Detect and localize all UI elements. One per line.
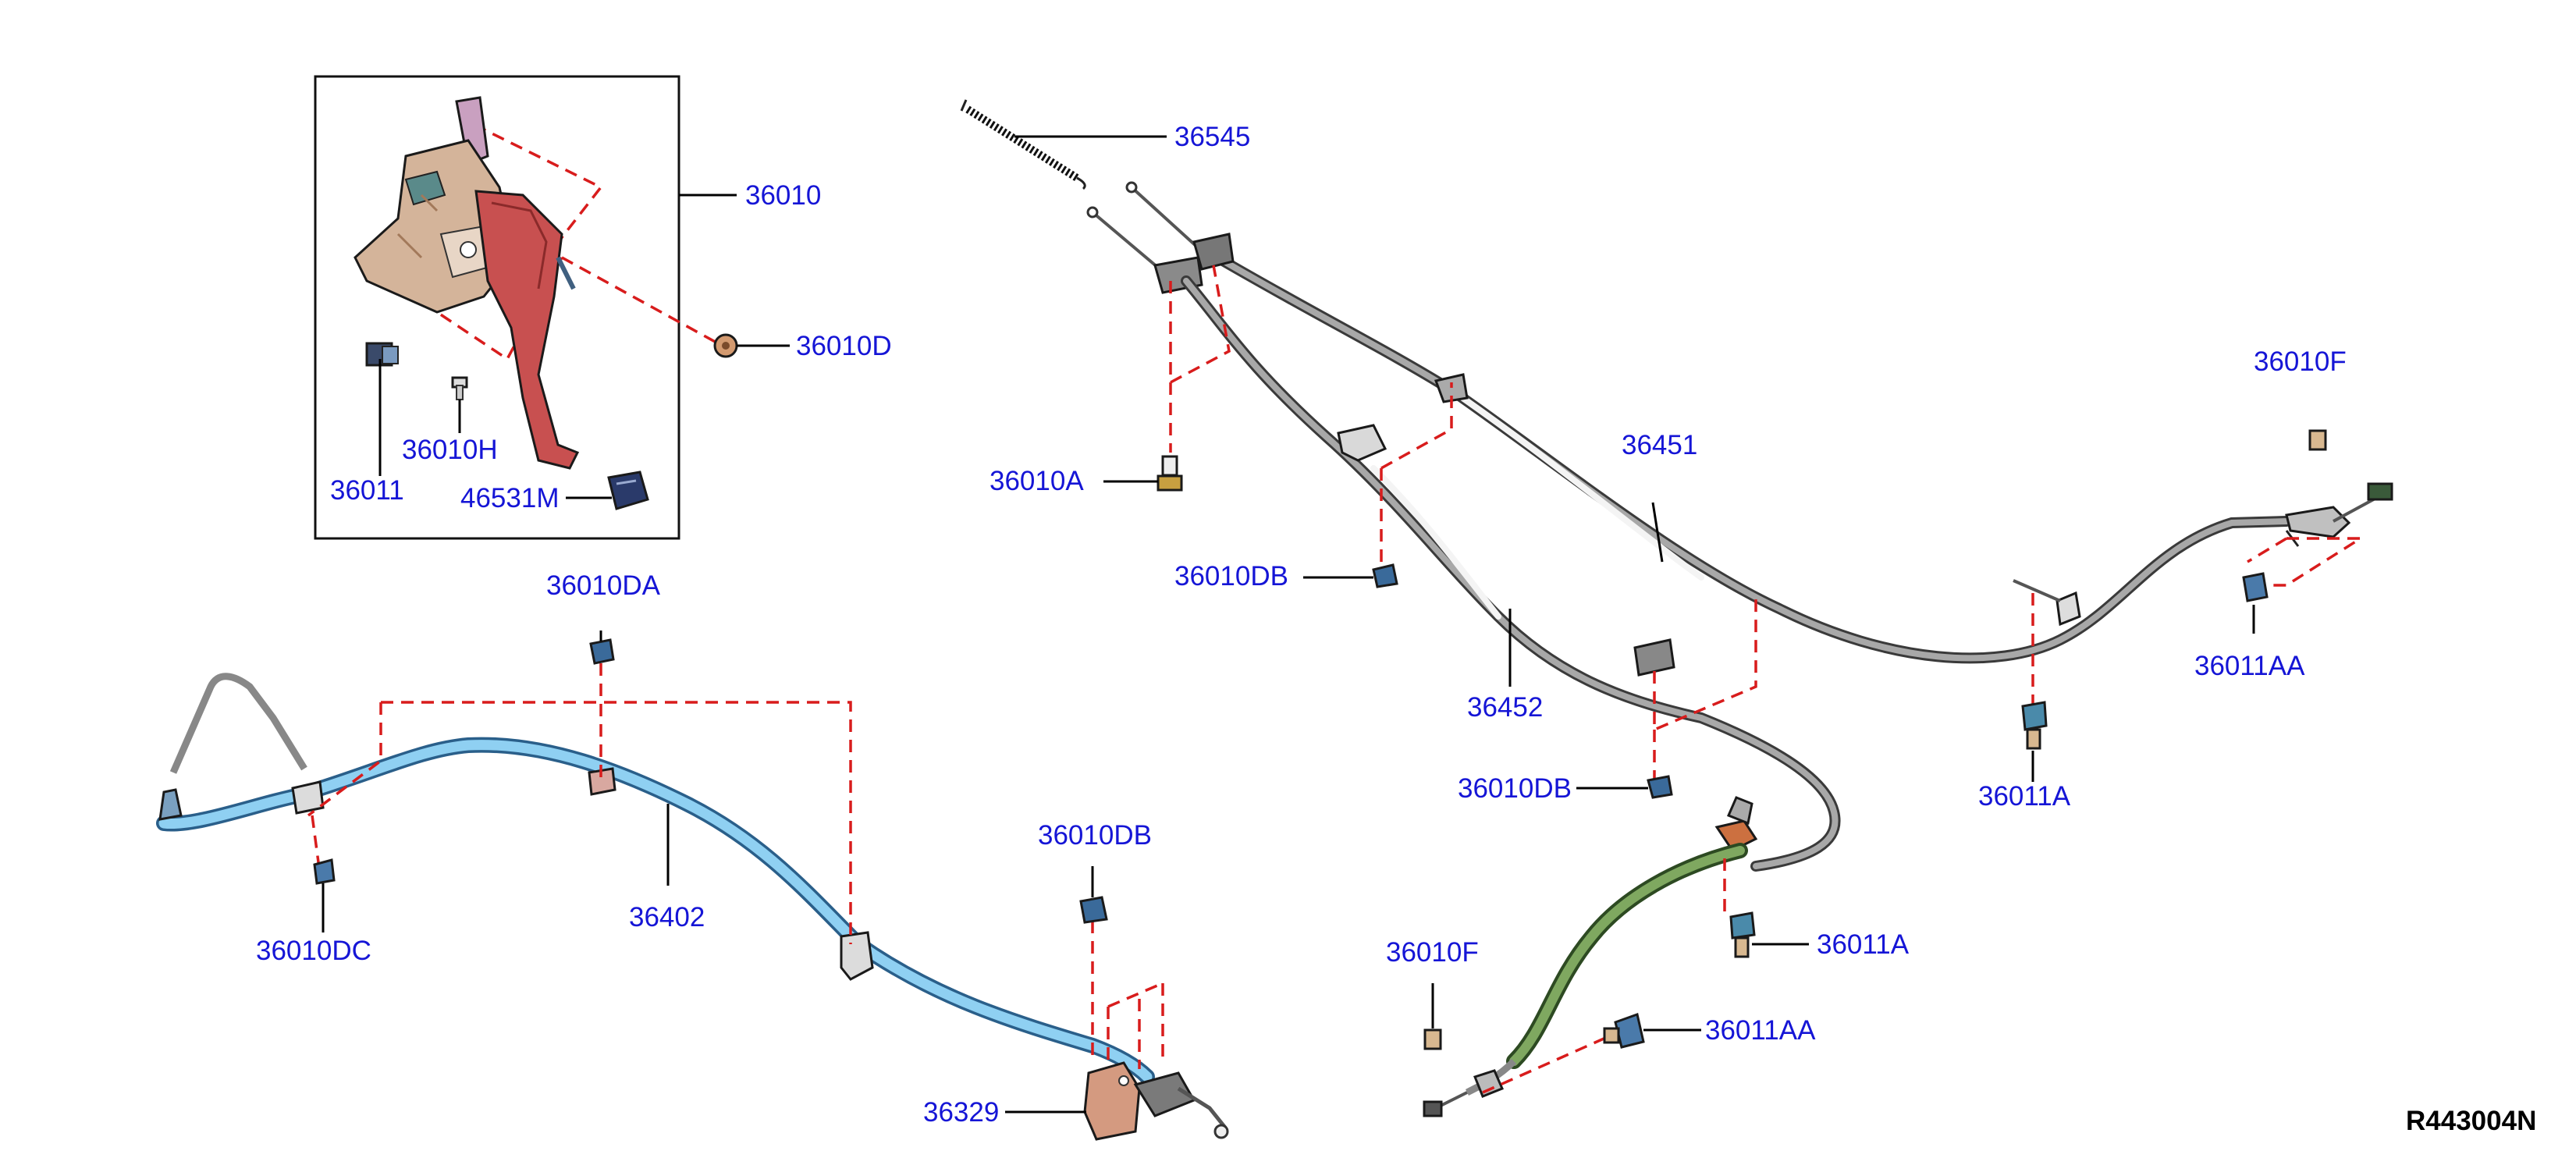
part-36010DA-nut — [589, 638, 615, 665]
callout-36011: 36011 — [330, 475, 404, 506]
callout-36011A-lower: 36011A — [1817, 929, 1910, 960]
part-36011A-right-bolt — [2021, 701, 2048, 750]
callout-36010DC: 36010DC — [256, 936, 371, 966]
part-36010DB-upper-nut — [1372, 563, 1398, 588]
part-36010F-lower — [1423, 1028, 1442, 1050]
cable-36452 — [1086, 206, 1841, 872]
callout-36402: 36402 — [629, 902, 705, 932]
part-36010F-right — [2308, 429, 2327, 451]
part-36010H-bolt — [451, 376, 468, 400]
callout-36010DA: 36010DA — [546, 570, 661, 601]
callout-36329: 36329 — [923, 1097, 999, 1128]
cable-36451 — [1125, 181, 2393, 664]
pedal-assembly-inset — [314, 75, 719, 540]
cable-36402-front — [156, 673, 1155, 1085]
callout-36010D: 36010D — [796, 331, 892, 361]
part-36010DB-mid-nut — [1647, 775, 1673, 799]
callout-36010F-lower: 36010F — [1386, 937, 1479, 968]
callout-36010DB-upper: 36010DB — [1174, 561, 1288, 591]
callout-36011AA-lower: 36011AA — [1705, 1015, 1816, 1046]
pedal-bracket — [354, 96, 517, 314]
callout-36010: 36010 — [745, 180, 821, 211]
part-36011-connector — [365, 342, 399, 367]
part-36010A-bolt — [1157, 455, 1183, 492]
callout-36010H: 36010H — [402, 435, 498, 465]
callout-36010F-right: 36010F — [2254, 346, 2347, 377]
callout-36451: 36451 — [1622, 430, 1697, 460]
callout-36010DB-mid: 36010DB — [1458, 773, 1572, 804]
cable-rear-left — [1423, 843, 1748, 1117]
callout-36011AA-right: 36011AA — [2194, 651, 2305, 681]
part-36011AA-lower-bolt — [1603, 1013, 1645, 1049]
callout-36010DB-lower: 36010DB — [1038, 820, 1152, 851]
part-36010DB-lower-nut — [1079, 896, 1108, 924]
callout-36011A-right: 36011A — [1978, 781, 2071, 812]
callout-36452: 36452 — [1467, 692, 1543, 723]
part-36011AA-right — [2242, 572, 2269, 602]
part-36010D-nut — [713, 333, 738, 358]
pedal-assembly-frame — [314, 75, 680, 540]
part-36010DC-clip — [313, 858, 336, 885]
part-36329-equalizer — [1083, 1061, 1229, 1141]
part-36011A-lower-bolt — [1729, 911, 1756, 958]
part-36545-return-spring — [960, 99, 1086, 190]
pedal-lever — [474, 190, 580, 470]
part-46531M-stopper — [607, 471, 649, 510]
callout-36545: 36545 — [1174, 122, 1250, 152]
diagram-code: R443004N — [2406, 1106, 2536, 1136]
callout-46531M: 46531M — [460, 483, 559, 513]
callout-36010A: 36010A — [990, 466, 1084, 496]
